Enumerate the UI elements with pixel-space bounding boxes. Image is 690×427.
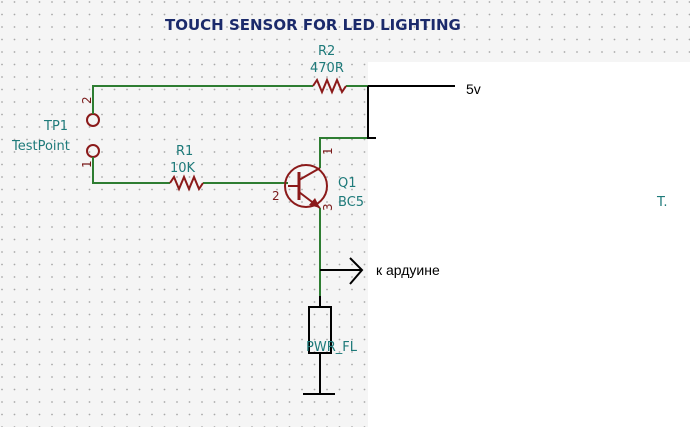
resistor-r1: R1 10K bbox=[169, 144, 204, 192]
tp1-value: TestPoint bbox=[11, 139, 70, 154]
wire-tp1-r1 bbox=[92, 166, 170, 184]
r1-value: 10K bbox=[170, 161, 196, 176]
r2-body bbox=[312, 77, 347, 95]
r2-value: 470R bbox=[310, 61, 344, 76]
tp1-pin2-number: 2 bbox=[80, 96, 94, 104]
q1-ref: Q1 bbox=[338, 176, 357, 191]
q1-value: BC5 bbox=[338, 195, 364, 210]
paint-overlay-top bbox=[368, 62, 690, 427]
transistor-q1: 2 1 3 Q1 BC5 bbox=[272, 147, 364, 211]
q1-pin-collector: 1 bbox=[321, 147, 335, 155]
q1-collector-leg bbox=[298, 167, 321, 181]
testpoint-tp1: 2 1 TP1 TestPoint bbox=[11, 96, 100, 168]
q1-emitter-arrow bbox=[309, 198, 320, 208]
pwr-flag-label: PWR_FL bbox=[306, 340, 358, 355]
supply-label: 5v bbox=[466, 81, 481, 97]
hand-drawn-edits bbox=[303, 85, 455, 395]
r1-body bbox=[169, 174, 204, 192]
resistor-r2: R2 470R bbox=[310, 44, 347, 95]
hand-supply-line bbox=[367, 86, 376, 139]
diagram-title: TOUCH SENSOR FOR LED LIGHTING bbox=[165, 16, 461, 34]
tp1-ref: TP1 bbox=[43, 119, 68, 134]
q1-pin-emitter: 3 bbox=[321, 203, 335, 211]
tp1-pin1-number: 1 bbox=[80, 160, 94, 168]
r1-ref: R1 bbox=[176, 144, 193, 159]
q1-body-circle bbox=[284, 164, 328, 208]
output-label: к ардуине bbox=[376, 262, 440, 278]
stray-text: T. bbox=[656, 195, 668, 210]
r2-ref: R2 bbox=[318, 44, 335, 59]
q1-pin-base: 2 bbox=[272, 189, 280, 203]
wire-collector bbox=[319, 137, 368, 168]
wire-tp1-r2 bbox=[92, 85, 313, 104]
